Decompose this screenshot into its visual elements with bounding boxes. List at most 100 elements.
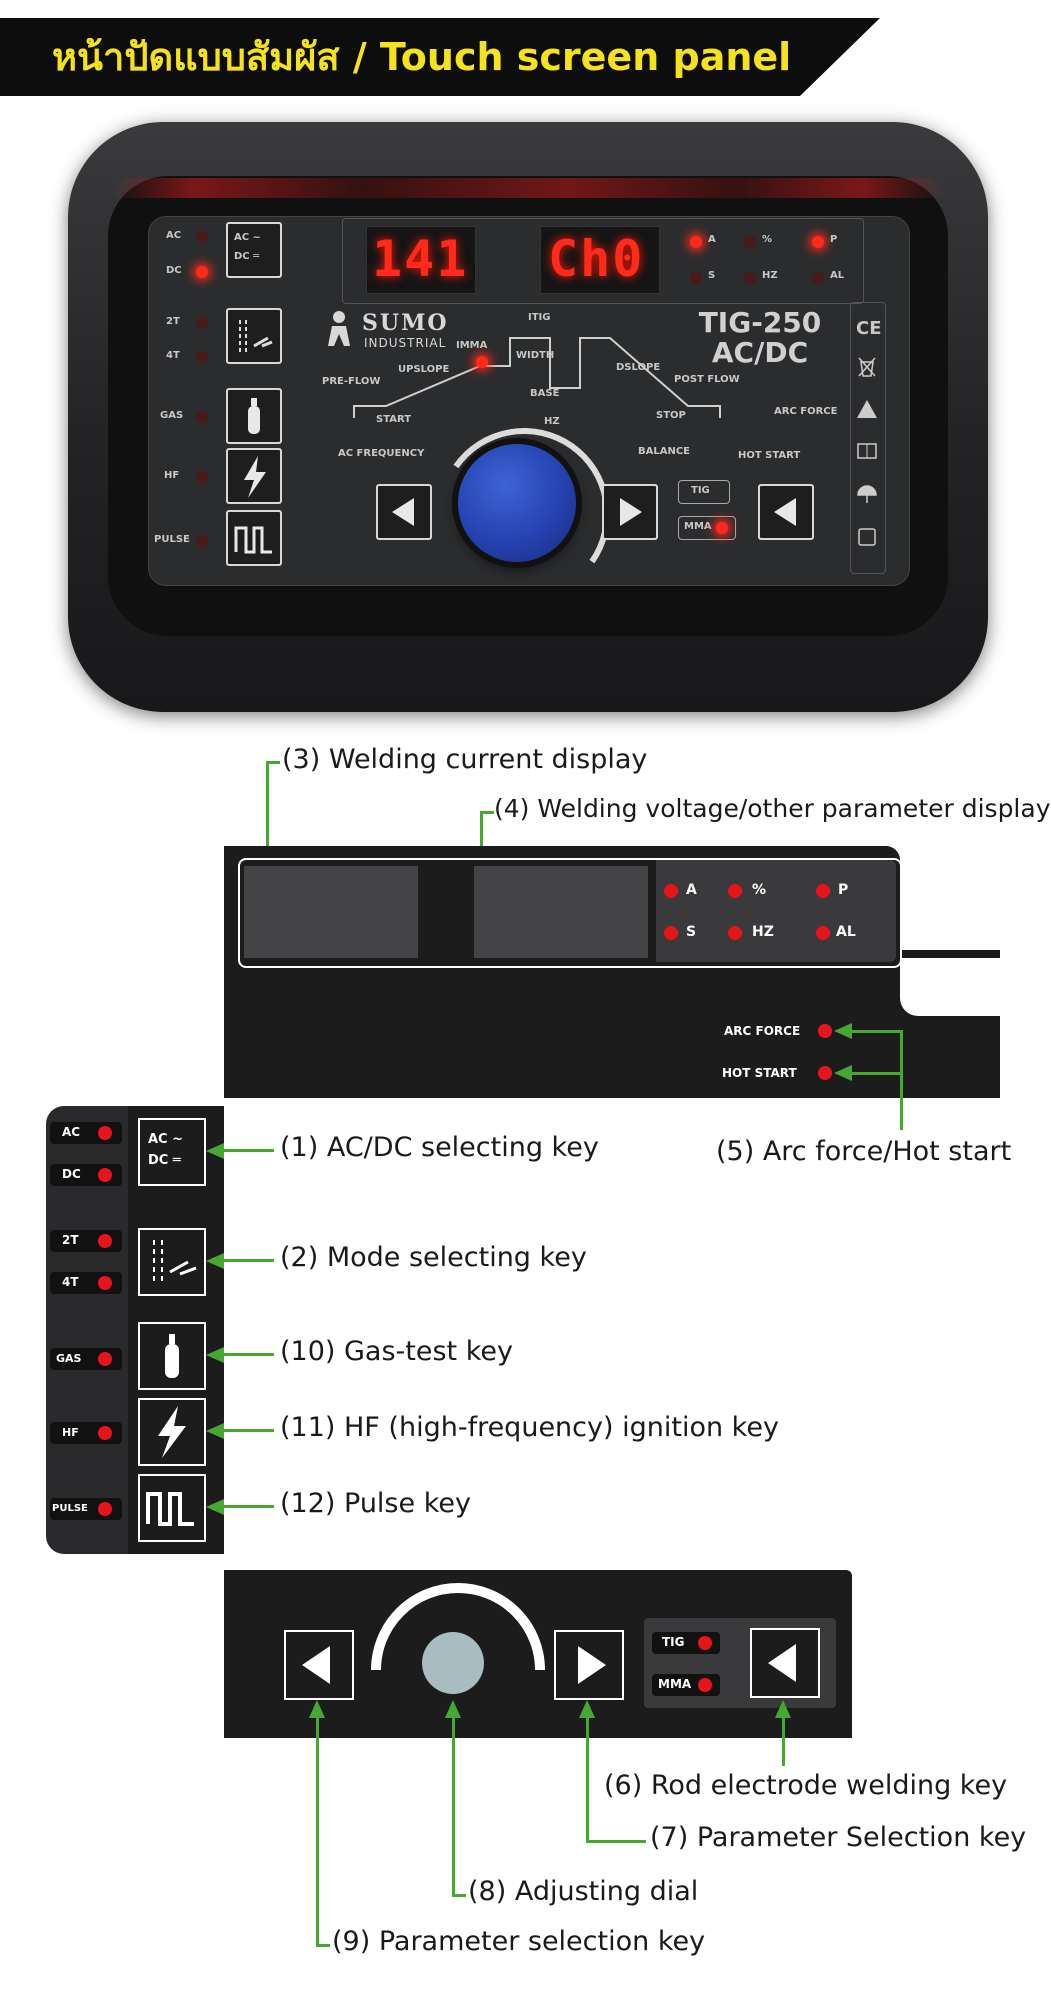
acdc-selecting-key[interactable]: AC ~ DC ═ bbox=[138, 1118, 206, 1186]
label-tig: TIG bbox=[662, 1635, 685, 1649]
lightning-icon bbox=[158, 1406, 186, 1458]
leader-5a-h bbox=[850, 1030, 902, 1033]
photo-unit-pct: % bbox=[762, 234, 773, 245]
leader-5-v bbox=[900, 1030, 903, 1130]
photo-unit-al: AL bbox=[830, 270, 845, 281]
curve-label-upslope: UPSLOPE bbox=[398, 364, 450, 375]
callout-1: (1) AC/DC selecting key bbox=[280, 1132, 599, 1163]
photo-mode-key[interactable] bbox=[226, 308, 282, 364]
led-percent bbox=[728, 884, 742, 898]
photo-rod-key[interactable] bbox=[758, 484, 814, 540]
pulse-key[interactable] bbox=[138, 1474, 206, 1542]
led-a bbox=[664, 884, 678, 898]
callout-5: (5) Arc force/Hot start bbox=[716, 1136, 1012, 1167]
photo-current-box bbox=[366, 226, 476, 294]
display-window-frame bbox=[238, 858, 902, 968]
photo-current-display: 141 bbox=[372, 230, 469, 288]
label-2t: 2T bbox=[62, 1233, 79, 1247]
callout-6: (6) Rod electrode welding key bbox=[604, 1770, 1008, 1801]
warning-icon bbox=[857, 400, 877, 418]
curve-label-postflow: POST FLOW bbox=[674, 374, 740, 385]
welding-curve-graph bbox=[353, 337, 721, 418]
acdc-key-ac: AC ~ bbox=[148, 1132, 184, 1147]
model-name: TIG-250 AC/DC bbox=[690, 308, 830, 368]
ce-mark: CE bbox=[856, 318, 882, 339]
acdc-key-dc: DC ═ bbox=[148, 1153, 181, 1168]
curve-label-width: WIDTH bbox=[516, 350, 555, 361]
adjusting-dial-knob[interactable] bbox=[458, 444, 576, 562]
voltage-display-box bbox=[474, 866, 648, 958]
photo-gas-key[interactable] bbox=[226, 388, 282, 444]
gas-cylinder-icon bbox=[248, 398, 260, 434]
photo-label-hf: HF bbox=[164, 470, 180, 481]
label-gas: GAS bbox=[56, 1352, 82, 1365]
curve-label-stop: STOP bbox=[656, 410, 686, 421]
unit-label-hz: HZ bbox=[752, 924, 774, 940]
callout-8: (8) Adjusting dial bbox=[468, 1876, 699, 1907]
photo-right-arrow-key[interactable] bbox=[602, 484, 658, 540]
leader-12-arrow bbox=[206, 1499, 224, 1515]
photo-mma-label: MMA bbox=[684, 521, 712, 532]
photo-led-al bbox=[812, 272, 824, 284]
unit-label-al: AL bbox=[836, 924, 856, 940]
leader-9-h bbox=[316, 1944, 330, 1947]
parameter-selection-key-right[interactable] bbox=[554, 1630, 624, 1700]
callout-12: (12) Pulse key bbox=[280, 1488, 471, 1519]
photo-led-hf bbox=[196, 471, 208, 483]
leader-10-line bbox=[222, 1353, 274, 1356]
display-panel-notch bbox=[900, 958, 1000, 1016]
label-arc-force: ARC FORCE bbox=[724, 1024, 801, 1038]
photo-led-dc bbox=[196, 266, 208, 278]
leader-1-arrow bbox=[206, 1143, 224, 1159]
unit-label-s: S bbox=[686, 924, 697, 940]
led-hot-start bbox=[818, 1066, 832, 1080]
led-tig bbox=[698, 1636, 712, 1650]
adjusting-dial[interactable] bbox=[422, 1632, 484, 1694]
photo-left-arrow-key[interactable] bbox=[376, 484, 432, 540]
label-hf: HF bbox=[62, 1426, 79, 1439]
arrow-left-icon bbox=[392, 498, 414, 526]
panel-glow bbox=[110, 178, 946, 198]
photo-display-window bbox=[342, 218, 864, 304]
current-display-box bbox=[244, 866, 418, 958]
gas-cylinder-icon bbox=[165, 1334, 179, 1378]
hf-ignition-key[interactable] bbox=[138, 1398, 206, 1466]
led-mma bbox=[698, 1678, 712, 1692]
photo-led-pulse bbox=[196, 535, 208, 547]
arrow-right-icon bbox=[620, 498, 642, 526]
umbrella-icon bbox=[857, 485, 877, 503]
callout-2: (2) Mode selecting key bbox=[280, 1242, 587, 1273]
photo-led-pct bbox=[744, 236, 756, 248]
label-dc: DC bbox=[62, 1167, 81, 1181]
label-4t: 4T bbox=[62, 1275, 79, 1289]
brand-subtitle: INDUSTRIAL bbox=[364, 336, 447, 350]
photo-led-mma bbox=[716, 522, 728, 534]
photo-acdc-ac: AC ~ bbox=[234, 232, 261, 243]
led-p bbox=[816, 884, 830, 898]
led-pulse bbox=[98, 1502, 112, 1516]
photo-acdc-key[interactable]: AC ~ DC ═ bbox=[226, 222, 282, 278]
curve-label-dslope: DSLOPE bbox=[616, 362, 661, 373]
curve-label-hotstart: HOT START bbox=[738, 450, 801, 461]
mode-icon bbox=[239, 320, 273, 352]
parameter-selection-key-left[interactable] bbox=[284, 1630, 354, 1700]
unit-led-area bbox=[656, 860, 896, 962]
label-ac: AC bbox=[62, 1125, 81, 1139]
mode-selecting-key[interactable] bbox=[138, 1228, 206, 1296]
curve-label-arcforce: ARC FORCE bbox=[774, 406, 838, 417]
leader-11-line bbox=[222, 1429, 274, 1432]
callout-9: (9) Parameter selection key bbox=[332, 1926, 706, 1957]
brand-name: SUMO bbox=[362, 310, 449, 336]
photo-pulse-key[interactable] bbox=[226, 510, 282, 566]
photo-voltage-box bbox=[540, 226, 660, 294]
gas-test-key[interactable] bbox=[138, 1322, 206, 1390]
callout-3: (3) Welding current display bbox=[282, 744, 648, 775]
pulse-wave-icon bbox=[146, 1492, 194, 1526]
photo-hf-key[interactable] bbox=[226, 448, 282, 504]
sumo-logo-icon bbox=[328, 311, 350, 346]
photo-unit-a: A bbox=[708, 234, 716, 245]
photo-led-hz bbox=[744, 272, 756, 284]
dial-arc-icon bbox=[371, 1583, 545, 1671]
rod-electrode-welding-key[interactable] bbox=[750, 1628, 820, 1698]
curve-label-base: BASE bbox=[530, 388, 560, 399]
